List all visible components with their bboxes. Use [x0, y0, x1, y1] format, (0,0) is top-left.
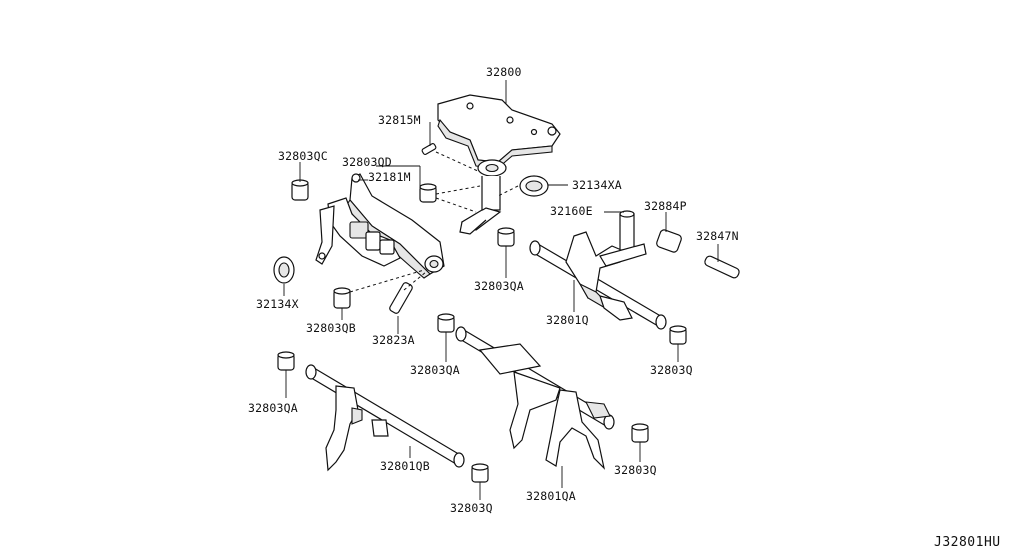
- part-32134X-oil-seal[interactable]: [273, 256, 295, 284]
- label-32803QA-middle: 32803QA: [410, 363, 460, 377]
- label-32803QA-upper: 32803QA: [474, 279, 524, 293]
- label-32801QA: 32801QA: [526, 489, 576, 503]
- part-32803Q-bushing-lower[interactable]: [471, 463, 489, 483]
- label-32823A: 32823A: [372, 333, 415, 347]
- label-32803Q-lower: 32803Q: [450, 501, 493, 515]
- part-32815M-pin[interactable]: [421, 143, 437, 155]
- part-32803QA-bushing-middle[interactable]: [437, 313, 455, 333]
- part-32803Q-bushing-middle[interactable]: [631, 423, 649, 443]
- label-32801QB: 32801QB: [380, 459, 430, 473]
- part-32803QA-bushing-lower[interactable]: [277, 351, 295, 371]
- part-32823A-pin[interactable]: [389, 282, 414, 315]
- label-32134XA: 32134XA: [572, 178, 622, 192]
- label-32884P: 32884P: [644, 199, 687, 213]
- label-32803QC: 32803QC: [278, 149, 328, 163]
- part-32803QC-bushing[interactable]: [291, 179, 309, 201]
- label-32803QA-lower: 32803QA: [248, 401, 298, 415]
- part-32884P-bushing[interactable]: [656, 229, 683, 253]
- label-32160E: 32160E: [550, 204, 593, 218]
- part-32181M-shift-arm[interactable]: [315, 173, 445, 279]
- part-32847N-pin[interactable]: [704, 255, 741, 279]
- label-32803QB: 32803QB: [306, 321, 356, 335]
- label-32801Q: 32801Q: [546, 313, 589, 327]
- part-32803QB-bushing[interactable]: [333, 287, 351, 309]
- label-32803Q-middle: 32803Q: [614, 463, 657, 477]
- label-32815M: 32815M: [378, 113, 421, 127]
- part-32801Q-fork-rod[interactable]: [529, 210, 667, 330]
- part-32803Q-bushing-upper[interactable]: [669, 325, 687, 345]
- label-32847N: 32847N: [696, 229, 739, 243]
- part-labels: 32800 32815M 32803QC 32803QD 32181M 3213…: [248, 65, 739, 515]
- label-32803Q-upper: 32803Q: [650, 363, 693, 377]
- part-32803QD-bushing[interactable]: [419, 183, 437, 203]
- label-32800: 32800: [486, 65, 522, 79]
- part-32134XA-oil-seal[interactable]: [519, 175, 549, 197]
- part-32801QB-fork-rod[interactable]: [305, 364, 465, 472]
- assembly-dashed-lines: [349, 151, 519, 293]
- label-32134X: 32134X: [256, 297, 299, 311]
- label-32181M: 32181M: [368, 170, 411, 184]
- part-32800-housing[interactable]: [437, 94, 561, 235]
- part-32803QA-bushing-upper[interactable]: [497, 227, 515, 247]
- diagram-code: J32801HU: [934, 535, 1001, 550]
- part-32801QA-fork-rod[interactable]: [455, 326, 615, 470]
- label-32803QD: 32803QD: [342, 155, 392, 169]
- leader-lines: [283, 80, 719, 500]
